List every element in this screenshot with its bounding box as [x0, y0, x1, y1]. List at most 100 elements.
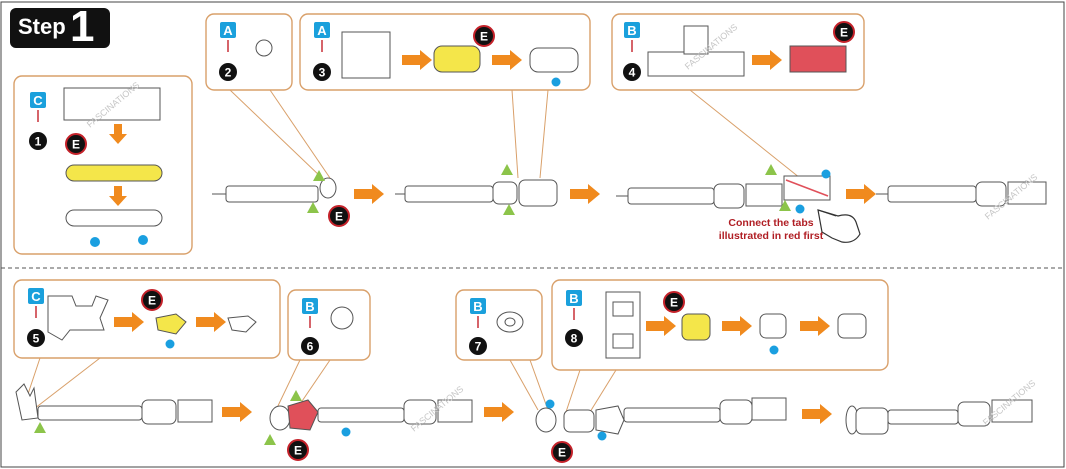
- final-joint: [855, 407, 889, 435]
- tube-4: [887, 185, 977, 203]
- right-arrow: [484, 402, 514, 422]
- green-triangle: [501, 164, 513, 175]
- part-5-flat: [47, 295, 109, 341]
- part-1-glued: [65, 164, 163, 182]
- part-1-rolled: [65, 209, 163, 227]
- final-tube-joint: [957, 401, 991, 427]
- right-arrow: [570, 184, 600, 204]
- green-triangle: [34, 422, 46, 433]
- tube-5-head: [177, 399, 213, 423]
- svg-text:E: E: [72, 138, 80, 152]
- tube-5: [37, 405, 143, 421]
- tube-4-head: [1007, 181, 1047, 205]
- part-3-glued: [433, 45, 481, 73]
- tube-6: [317, 407, 405, 423]
- callout-line: [529, 359, 549, 411]
- svg-text:E: E: [480, 30, 488, 44]
- callout-line: [29, 357, 101, 413]
- sheet-letter: B: [473, 299, 482, 314]
- tube-2: [404, 185, 494, 203]
- svg-text:E: E: [558, 446, 566, 460]
- blue-dot: [551, 77, 561, 87]
- step-number: 1: [70, 2, 95, 51]
- part-4-flat-tab: [683, 25, 709, 55]
- blue-dot: [138, 235, 148, 245]
- panel-2: [205, 13, 293, 91]
- part-5-attached: [15, 383, 39, 421]
- part-8-formed: [759, 313, 787, 339]
- callout-line: [539, 89, 549, 179]
- sheet-badge-A: A: [220, 22, 236, 38]
- blue-dot: [597, 431, 607, 441]
- right-arrow: [846, 184, 876, 204]
- note-line-2: illustrated in red first: [718, 230, 824, 242]
- note-line-1: Connect the tabs: [728, 217, 814, 229]
- green-triangle: [264, 434, 276, 445]
- callout-line: [511, 89, 519, 179]
- part-3-flat: [341, 31, 391, 79]
- part-5-glued: [155, 313, 187, 335]
- blue-dot: [90, 237, 100, 247]
- sheet-badge-A: A: [314, 22, 330, 38]
- tube-4-joint: [975, 181, 1007, 207]
- step-number-5: 5: [27, 329, 45, 347]
- tube-3-segment: [745, 183, 783, 207]
- green-triangle: [307, 202, 319, 213]
- right-arrow: [802, 404, 832, 424]
- callout-line: [565, 369, 581, 413]
- glue-marker-e: E: [551, 441, 573, 463]
- sheet-letter: A: [317, 23, 327, 38]
- part-8-window: [612, 301, 634, 317]
- glue-marker-e: E: [65, 133, 87, 155]
- step-number-4: 4: [623, 63, 641, 81]
- svg-text:2: 2: [225, 66, 232, 80]
- part-5-red-tabs: [287, 399, 319, 431]
- part-6-attached: [269, 405, 291, 431]
- glue-marker-e: E: [328, 205, 350, 227]
- sheet-badge-B: B: [302, 298, 318, 314]
- svg-text:8: 8: [571, 332, 578, 346]
- callout-line: [589, 369, 617, 413]
- final-tube: [887, 409, 959, 425]
- tube-3: [627, 187, 715, 205]
- part-6-cap: [595, 405, 625, 435]
- sheet-badge-B: B: [566, 290, 582, 306]
- callout-line: [509, 359, 539, 411]
- sheet-ticks: [35, 40, 633, 328]
- glue-marker-e: E: [287, 439, 309, 461]
- tube-7-head: [751, 397, 787, 421]
- part-7-attached: [535, 407, 557, 433]
- callout-line: [689, 89, 801, 179]
- right-arrow: [222, 402, 252, 422]
- part-7-inner: [504, 317, 516, 327]
- sheet-letter: B: [569, 291, 578, 306]
- sheet-letter: C: [33, 93, 43, 108]
- blue-dot: [165, 339, 175, 349]
- part-3-attached: [518, 179, 558, 207]
- step-number-3: 3: [313, 63, 331, 81]
- part-5-formed: [227, 315, 257, 333]
- blue-dot: [821, 169, 831, 179]
- panel-6: [287, 289, 371, 361]
- step-label: Step: [18, 14, 66, 39]
- green-triangle: [503, 204, 515, 215]
- blue-dot: [769, 345, 779, 355]
- green-triangle: [290, 390, 302, 401]
- tube-2-joint: [492, 181, 518, 205]
- svg-text:E: E: [148, 294, 156, 308]
- tube-3-joint: [713, 183, 745, 209]
- step-number-1: 1: [29, 132, 47, 150]
- tube-1: [225, 185, 319, 203]
- tube-6-head: [437, 399, 473, 423]
- part-6: [330, 306, 354, 330]
- part-8-finished: [837, 313, 867, 339]
- right-arrow: [354, 184, 384, 204]
- callout-line: [269, 89, 331, 179]
- part-4-glued: [789, 45, 847, 73]
- svg-text:3: 3: [319, 66, 326, 80]
- callout-line: [229, 89, 323, 179]
- svg-text:E: E: [670, 296, 678, 310]
